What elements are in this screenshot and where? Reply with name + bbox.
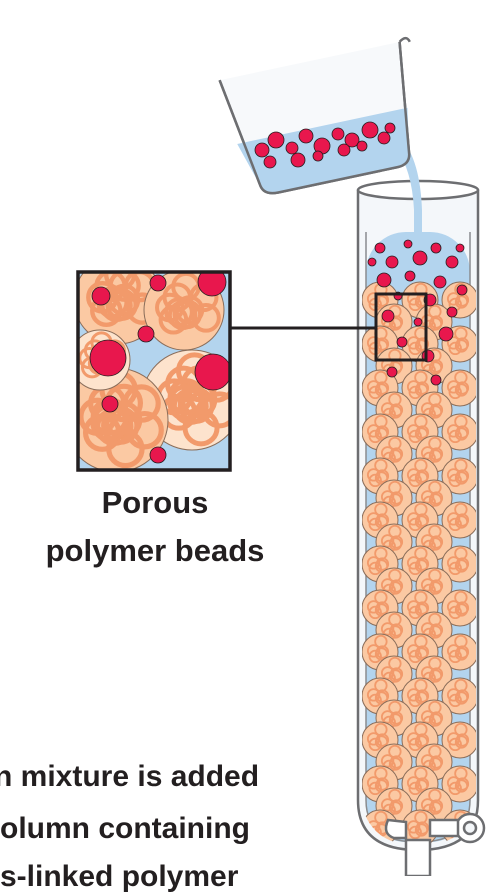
protein-dot — [431, 243, 441, 253]
protein-dot — [385, 123, 395, 133]
column-icon — [358, 140, 478, 850]
protein-dot — [382, 310, 394, 322]
protein-dot — [357, 141, 367, 151]
protein-dot — [457, 285, 467, 295]
protein-dot — [404, 240, 412, 248]
protein-dot — [299, 129, 313, 143]
protein-dot — [338, 144, 350, 156]
caption-line2: olumn containing — [0, 812, 250, 846]
protein-dot — [375, 243, 385, 253]
protein-dot — [268, 132, 284, 148]
caption-line1: n mixture is added — [0, 760, 259, 794]
bead-inset — [64, 256, 242, 472]
protein-dot — [150, 275, 166, 291]
protein-dot — [405, 271, 415, 281]
protein-dot — [92, 287, 110, 305]
protein-dot — [413, 251, 427, 265]
protein-dot — [264, 156, 276, 168]
protein-dot — [102, 396, 118, 412]
protein-dot — [414, 318, 422, 326]
protein-dot — [447, 307, 457, 317]
protein-dot — [368, 258, 376, 266]
protein-dot — [387, 367, 397, 377]
protein-dot — [378, 132, 390, 144]
protein-dot — [362, 122, 378, 138]
protein-dot — [90, 340, 126, 376]
protein-dot — [397, 337, 407, 347]
protein-dot — [446, 256, 458, 268]
protein-dot — [138, 326, 154, 342]
protein-dot — [291, 153, 305, 167]
protein-dot — [286, 142, 298, 154]
protein-dot — [150, 447, 166, 463]
inset-label-line2: polymer beads — [0, 532, 310, 570]
protein-dot — [332, 128, 344, 140]
protein-dot — [456, 244, 464, 252]
beaker-icon — [219, 37, 435, 199]
protein-dot — [313, 151, 323, 161]
protein-dot — [434, 276, 446, 288]
protein-dot — [386, 256, 398, 268]
protein-dot — [377, 273, 391, 287]
protein-dot — [431, 375, 441, 385]
protein-dot — [255, 143, 269, 157]
protein-dot — [195, 354, 231, 390]
caption-line3: s-linked polymer — [0, 860, 238, 894]
gel-filtration-diagram — [0, 0, 488, 876]
protein-dot — [439, 327, 453, 341]
inset-label-line1: Porous — [0, 484, 310, 522]
